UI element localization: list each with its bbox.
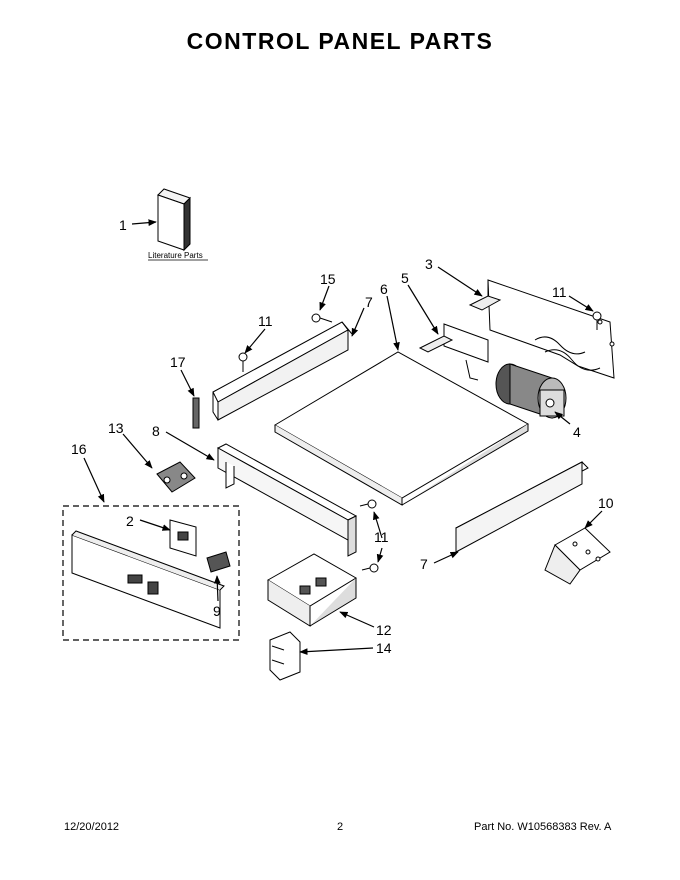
footer-part-number: Part No. W10568383 Rev. A [474, 821, 612, 833]
cover-plate-icon [274, 351, 530, 506]
callout-11-center: 11 [374, 529, 389, 545]
callout-4: 4 [573, 424, 581, 440]
literature-parts-label: Literature Parts [148, 251, 203, 260]
control-board-icon [267, 553, 357, 627]
callout-12: 12 [376, 622, 392, 638]
mount-bracket-icon [544, 527, 611, 585]
small-bracket-icon [418, 323, 489, 381]
callout-1: 1 [119, 217, 127, 233]
page-title: CONTROL PANEL PARTS [186, 28, 494, 54]
callout-2: 2 [126, 513, 134, 529]
callout-13: 13 [108, 420, 124, 436]
control-panel-group-box [62, 505, 240, 641]
front-rail-icon [216, 443, 358, 557]
transformer-icon [269, 631, 301, 681]
control-panel-icon [71, 530, 225, 629]
callout-16: 16 [71, 441, 87, 457]
upper-side-rail-icon [212, 321, 353, 421]
callout-17: 17 [170, 354, 186, 370]
callout-11-left: 11 [258, 313, 273, 329]
connector-icon [206, 551, 231, 573]
callout-6: 6 [380, 281, 388, 297]
footer-date: 12/20/2012 [64, 821, 120, 833]
blower-fan-icon [495, 363, 567, 419]
callout-11-right: 11 [552, 284, 567, 300]
callout-14: 14 [376, 640, 392, 656]
keypad-bracket-icon [169, 519, 197, 557]
callout-10: 10 [598, 495, 614, 511]
callout-3: 3 [425, 256, 433, 272]
callout-5: 5 [401, 270, 409, 286]
callout-9: 9 [213, 603, 221, 619]
literature-booklet-icon [157, 188, 191, 252]
clip-icon [192, 397, 200, 429]
callout-7-upper: 7 [365, 294, 373, 310]
lower-side-rail-icon [455, 461, 589, 553]
callout-15: 15 [320, 271, 336, 287]
rear-bracket-icon [468, 279, 615, 379]
footer-page-number: 2 [337, 821, 344, 833]
callout-8: 8 [152, 423, 160, 439]
screw-icon [238, 311, 602, 573]
callout-7-lower: 7 [420, 556, 428, 572]
sensor-module-icon [156, 461, 196, 493]
